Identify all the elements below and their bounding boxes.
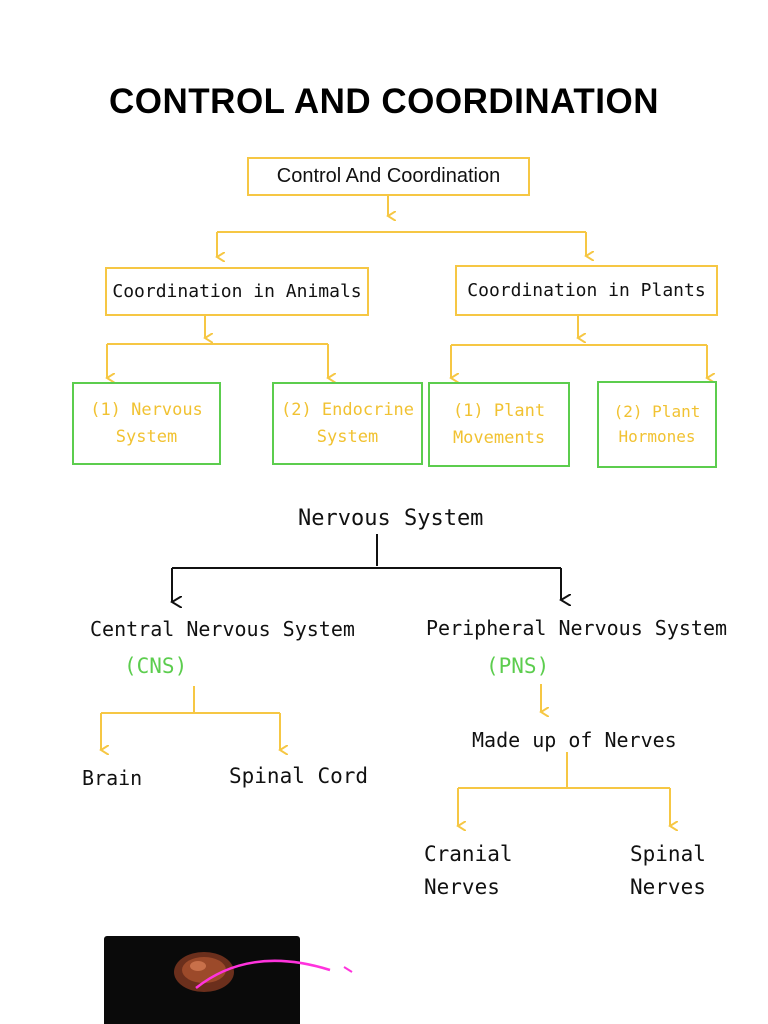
root-box: Control And Coordination	[247, 157, 530, 196]
brain-label: Brain	[82, 766, 143, 790]
animals-label: Coordination in Animals	[112, 281, 362, 302]
leaf-box-endocrine: (2) Endocrine System	[272, 382, 423, 465]
plants-box: Coordination in Plants	[455, 265, 718, 316]
spinal-line1: Spinal	[630, 842, 706, 866]
leaf-line2: Movements	[452, 427, 546, 448]
leaf-line2: Hormones	[618, 426, 696, 446]
spinal-line2: Nerves	[630, 874, 706, 899]
leaf-box-plant-movements: (1) Plant Movements	[428, 382, 570, 467]
leaf-line1: (2) Plant	[613, 401, 701, 421]
cranial-nerves-label: Cranial Nerves	[424, 838, 513, 903]
top-tree-connectors	[107, 196, 707, 378]
leaf-box-plant-hormones: (2) Plant Hormones	[597, 381, 717, 468]
cns-pns-connectors	[101, 684, 670, 826]
pns-abbr: (PNS)	[486, 654, 550, 678]
leaf-line1: (1) Plant	[452, 401, 546, 422]
cranial-line2: Nerves	[424, 874, 500, 899]
spinal-nerves-label: Spinal Nerves	[630, 838, 706, 903]
spinal-cord-label: Spinal Cord	[229, 764, 369, 788]
cranial-line1: Cranial	[424, 842, 513, 866]
leaf-line2: System	[115, 426, 178, 447]
leaf-text-endocrine: (2) Endocrine System	[281, 397, 414, 450]
leaf-line1: (1) Nervous	[90, 400, 203, 421]
pns-label: Peripheral Nervous System	[426, 616, 728, 640]
leaf-text-plant-hormones: (2) Plant Hormones	[614, 400, 701, 450]
nervous-system-connectors	[172, 534, 561, 602]
cns-abbr: (CNS)	[124, 654, 188, 678]
leaf-text-nervous: (1) Nervous System	[90, 397, 203, 450]
animals-box: Coordination in Animals	[105, 267, 369, 316]
root-label: Control And Coordination	[276, 165, 501, 187]
nervous-system-heading: Nervous System	[298, 506, 484, 531]
cns-label: Central Nervous System	[90, 617, 355, 641]
leaf-line2: System	[316, 426, 379, 447]
leaf-line1: (2) Endocrine	[280, 400, 415, 421]
leaf-box-nervous: (1) Nervous System	[72, 382, 221, 465]
brain-photo	[104, 936, 300, 1024]
plants-label: Coordination in Plants	[467, 280, 706, 301]
page-title: CONTROL AND COORDINATION	[109, 82, 659, 121]
made-of-nerves-label: Made up of Nerves	[472, 728, 677, 752]
leaf-text-plant-movements: (1) Plant Movements	[453, 398, 545, 451]
